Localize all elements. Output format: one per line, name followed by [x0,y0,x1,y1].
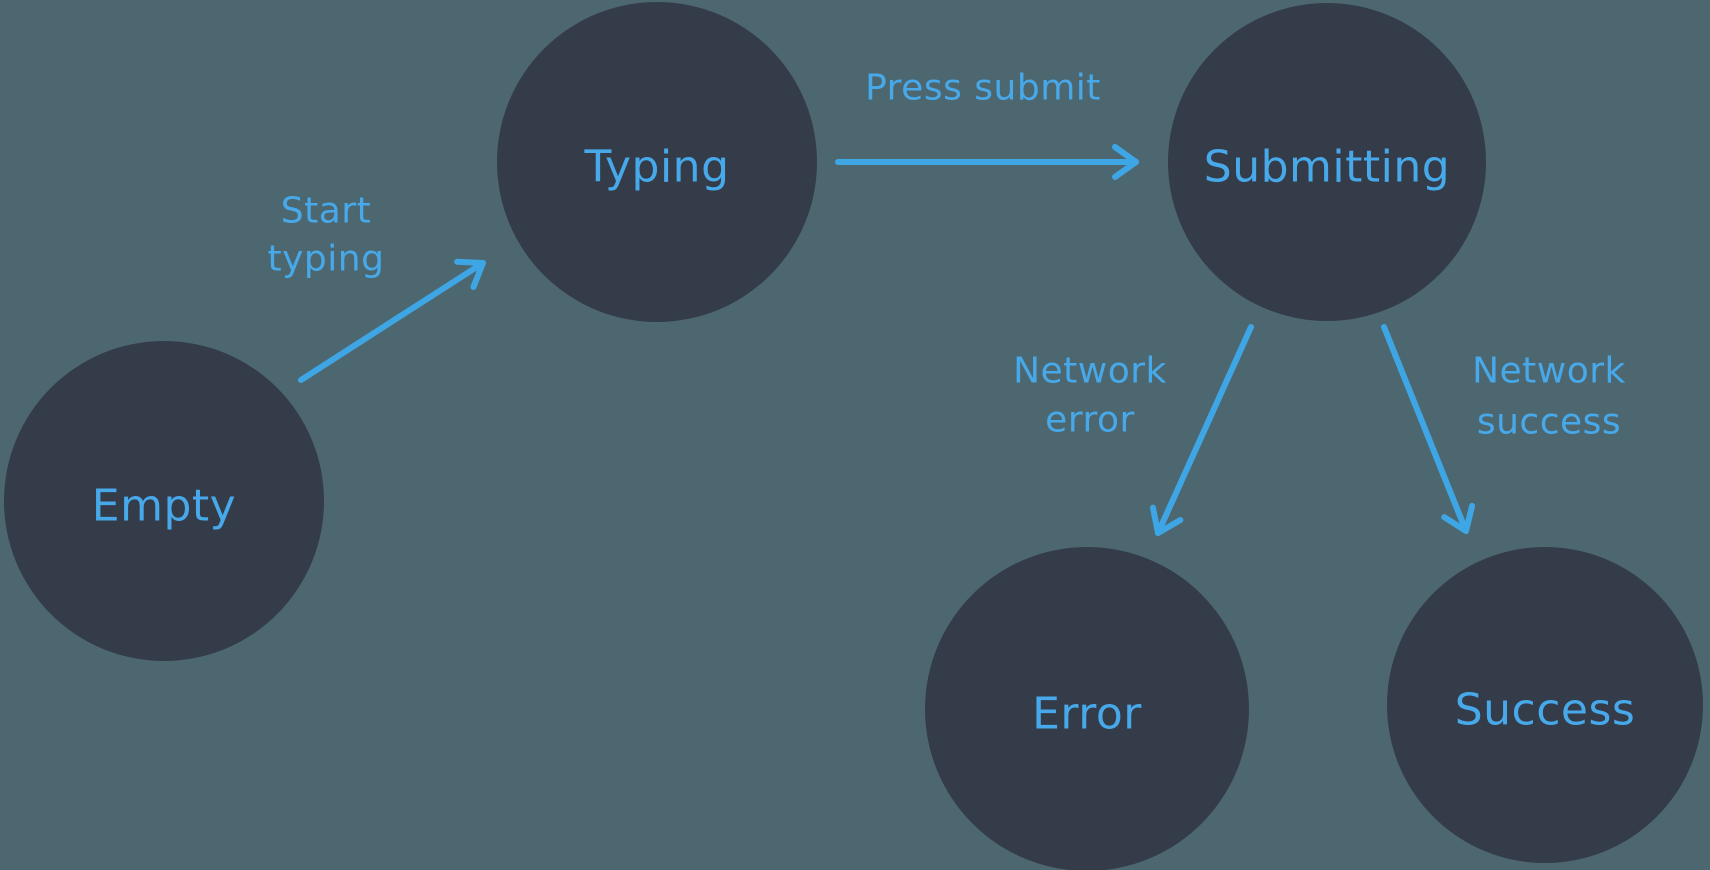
edge-label-start-typing-line2: typing [268,239,385,280]
edges [298,144,1476,536]
state-nodes: Empty Typing Submitting Error Success [4,2,1703,870]
edge-label-network-error-line1: Network [1013,351,1167,392]
state-node-submitting-label: Submitting [1204,142,1450,193]
state-node-empty [4,341,324,661]
state-node-submitting [1168,3,1486,321]
state-node-typing-label: Typing [583,142,729,193]
state-node-success-label: Success [1455,685,1636,736]
edge-label-press-submit: Press submit [865,68,1101,109]
arrow-network-error [1149,324,1254,536]
edge-label-network-success-line2: success [1477,402,1621,443]
edge-label-network-success-line1: Network [1472,351,1626,392]
edge-labels: Start typing Press submit Network error … [268,68,1626,443]
state-node-empty-label: Empty [92,481,236,532]
state-node-error [925,547,1249,870]
edge-label-network-error-line2: error [1045,400,1135,441]
arrow-start-typing [298,258,486,383]
state-node-success [1387,547,1703,863]
arrow-network-success [1381,324,1476,534]
state-node-error-label: Error [1032,689,1142,740]
state-node-typing [497,2,817,322]
edge-label-start-typing-line1: Start [281,191,371,232]
